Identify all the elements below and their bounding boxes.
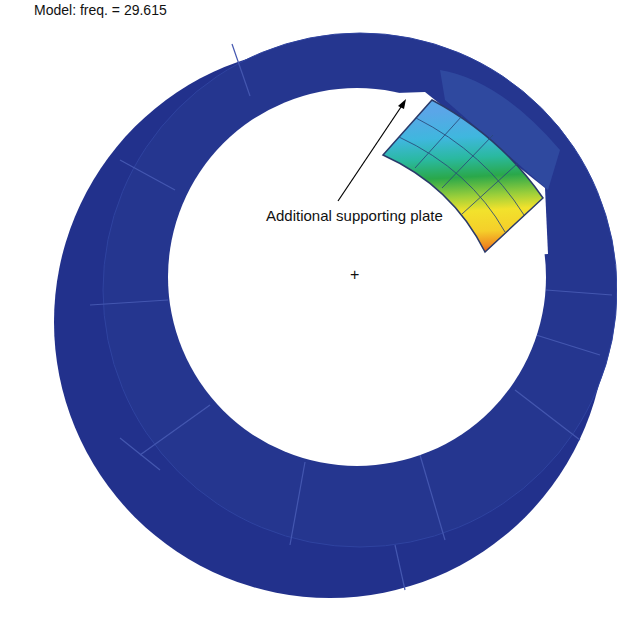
leader-line bbox=[338, 104, 403, 201]
leader-arrowhead bbox=[398, 99, 406, 109]
center-marker: + bbox=[350, 266, 359, 284]
ring-front bbox=[103, 33, 617, 547]
part-label: Additional supporting plate bbox=[264, 207, 445, 224]
mode-frequency-title: Model: freq. = 29.615 bbox=[34, 2, 167, 18]
stiffener-lines bbox=[90, 44, 612, 590]
ring-hole bbox=[168, 88, 546, 466]
supporting-plate bbox=[383, 100, 543, 252]
